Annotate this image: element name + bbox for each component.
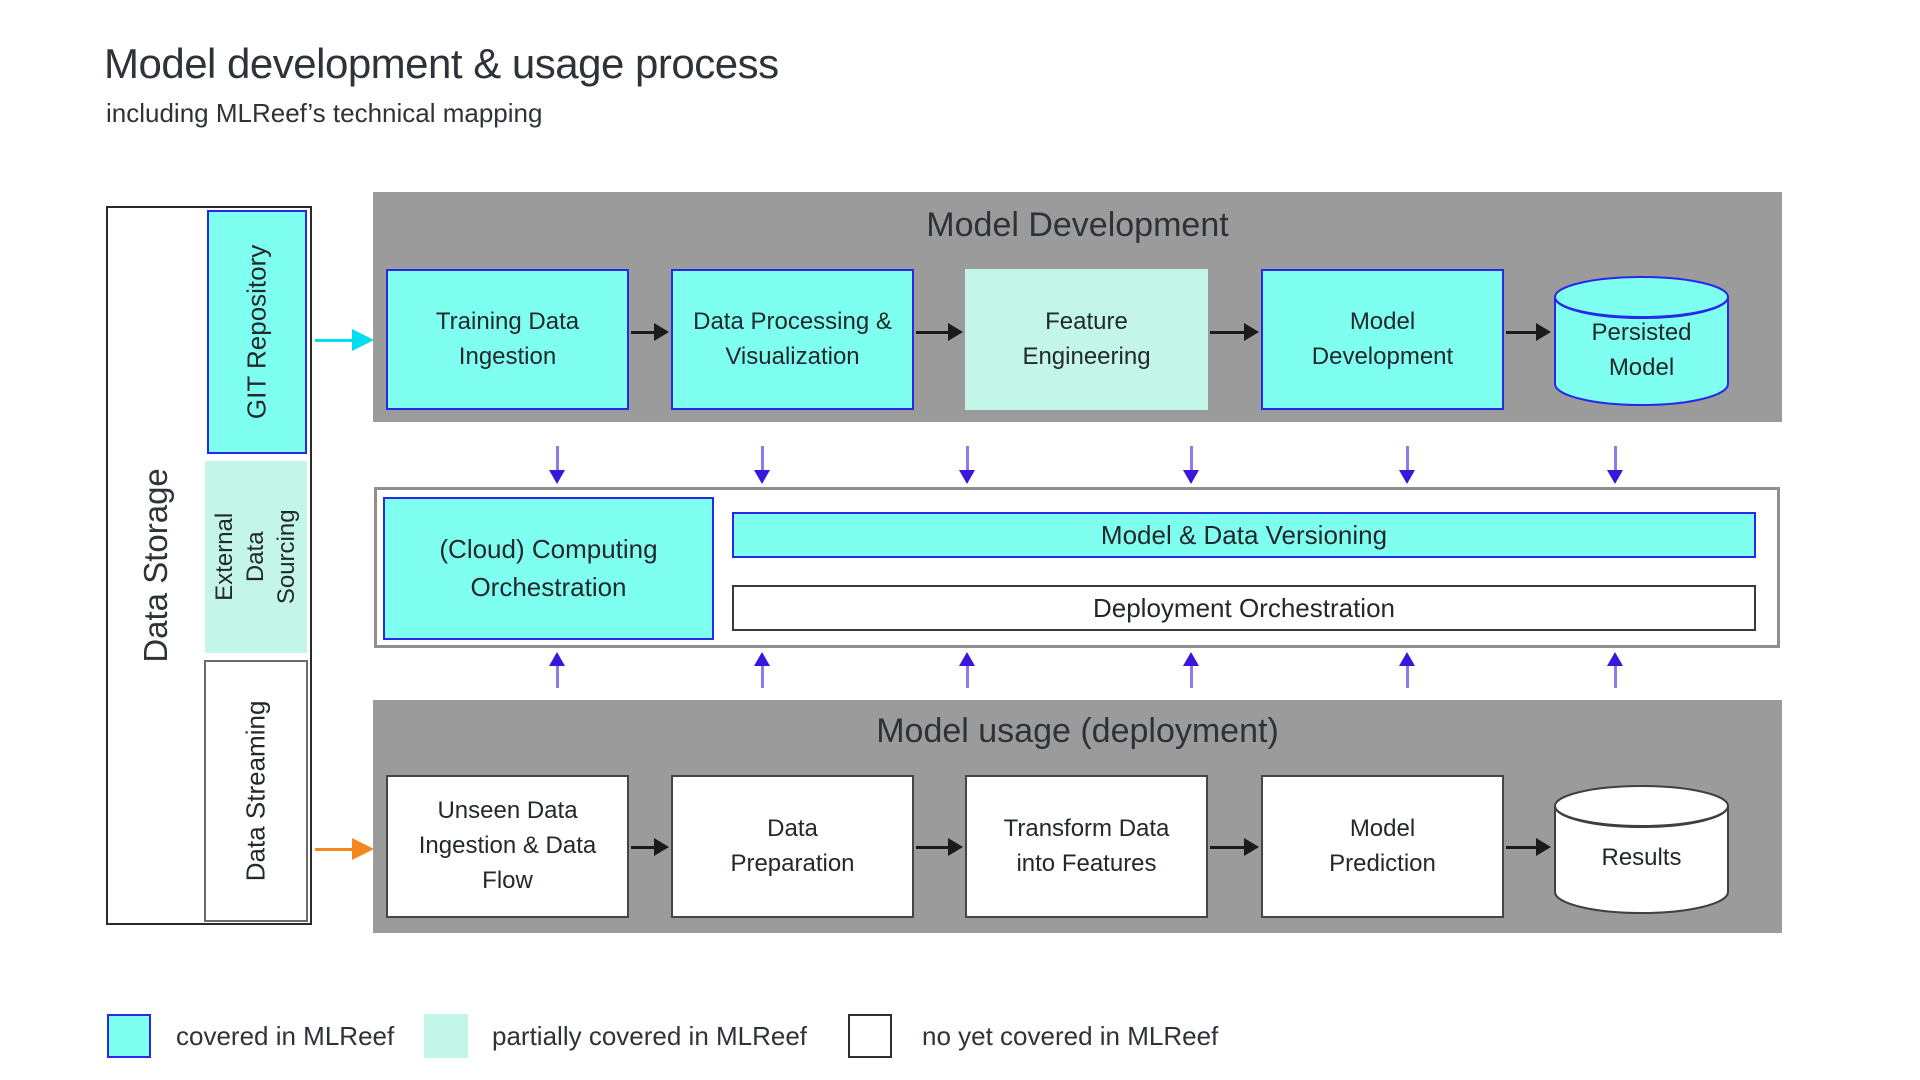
up-arrow-icon xyxy=(754,652,770,688)
data-processing-visualization-box: Data Processing & Visualization xyxy=(671,269,914,410)
feature-engineering-label: Feature Engineering xyxy=(1022,307,1151,370)
legend-label-not-covered: no yet covered in MLReef xyxy=(922,1020,1219,1051)
data-storage-label-wrap: Data Storage xyxy=(108,208,204,923)
model-prediction-label: Model Prediction xyxy=(1329,814,1436,877)
data-preparation-label: Data Preparation xyxy=(730,814,855,877)
transform-data-box: Transform Data into Features xyxy=(965,775,1208,918)
model-prediction-box: Model Prediction xyxy=(1261,775,1504,918)
training-data-ingestion-box: Training Data Ingestion xyxy=(386,269,629,410)
up-arrow-icon xyxy=(549,652,565,688)
right-arrow-icon xyxy=(1506,321,1551,343)
persisted-model-cylinder: Persisted Model xyxy=(1553,274,1730,408)
right-arrow-icon xyxy=(916,321,963,343)
computing-orchestration-label: (Cloud) Computing Orchestration xyxy=(439,533,658,602)
page-subtitle: including MLReef’s technical mapping xyxy=(106,98,543,128)
model-development-band: Model Development Training Data Ingestio… xyxy=(373,192,1782,422)
right-arrow-icon xyxy=(1210,836,1259,858)
right-arrow-icon xyxy=(631,321,669,343)
feature-engineering-box: Feature Engineering xyxy=(965,269,1208,410)
model-usage-band: Model usage (deployment) Unseen Data Ing… xyxy=(373,700,1782,933)
model-data-versioning-label: Model & Data Versioning xyxy=(1100,519,1388,550)
unseen-data-ingestion-label: Unseen Data Ingestion & Data Flow xyxy=(418,797,597,894)
data-processing-visualization-label: Data Processing & Visualization xyxy=(693,307,892,370)
model-development-title: Model Development xyxy=(926,206,1229,244)
right-arrow-icon xyxy=(916,836,963,858)
data-streaming-label: Data Streaming xyxy=(240,700,271,882)
up-arrow-icon xyxy=(1183,652,1199,688)
legend-swatch-covered xyxy=(107,1014,151,1058)
up-arrow-icon xyxy=(1607,652,1623,688)
legend-label-covered: covered in MLReef xyxy=(176,1020,395,1051)
git-repository-label: GIT Repository xyxy=(241,244,272,420)
git-to-training-arrow-icon xyxy=(315,329,374,351)
down-arrow-icon xyxy=(1183,446,1199,484)
model-data-versioning-bar: Model & Data Versioning xyxy=(732,512,1756,558)
transform-data-label: Transform Data into Features xyxy=(1003,814,1170,877)
down-arrow-icon xyxy=(549,446,565,484)
model-development-label: Model Development xyxy=(1311,307,1454,370)
model-usage-title: Model usage (deployment) xyxy=(876,712,1279,750)
deployment-orchestration-label: Deployment Orchestration xyxy=(1092,592,1396,623)
persisted-model-label: Persisted Model xyxy=(1591,319,1692,381)
git-repository-box: GIT Repository xyxy=(207,210,307,454)
deployment-orchestration-bar: Deployment Orchestration xyxy=(732,585,1756,631)
legend-swatch-partially-covered xyxy=(424,1014,468,1058)
data-preparation-box: Data Preparation xyxy=(671,775,914,918)
external-data-sourcing-box: External Data Sourcing xyxy=(205,461,307,653)
infrastructure-container: (Cloud) Computing Orchestration Model & … xyxy=(374,487,1780,648)
down-arrow-icon xyxy=(754,446,770,484)
down-arrow-icon xyxy=(959,446,975,484)
page-title: Model development & usage process xyxy=(104,40,779,87)
training-data-ingestion-label: Training Data Ingestion xyxy=(435,307,580,370)
model-development-box: Model Development xyxy=(1261,269,1504,410)
results-label: Results xyxy=(1601,844,1682,871)
data-storage-label: Data Storage xyxy=(136,468,174,663)
right-arrow-icon xyxy=(631,836,669,858)
computing-orchestration-box: (Cloud) Computing Orchestration xyxy=(383,497,714,640)
results-cylinder: Results xyxy=(1553,783,1730,916)
legend-label-partially-covered: partially covered in MLReef xyxy=(492,1020,808,1051)
right-arrow-icon xyxy=(1210,321,1259,343)
up-arrow-icon xyxy=(1399,652,1415,688)
legend-swatch-not-covered xyxy=(848,1014,892,1058)
up-arrow-icon xyxy=(959,652,975,688)
right-arrow-icon xyxy=(1506,836,1551,858)
down-arrow-icon xyxy=(1399,446,1415,484)
external-data-sourcing-label: External Data Sourcing xyxy=(211,509,301,605)
unseen-data-ingestion-box: Unseen Data Ingestion & Data Flow xyxy=(386,775,629,918)
streaming-to-unseen-arrow-icon xyxy=(315,838,374,860)
data-streaming-box: Data Streaming xyxy=(204,660,308,922)
down-arrow-icon xyxy=(1607,446,1623,484)
